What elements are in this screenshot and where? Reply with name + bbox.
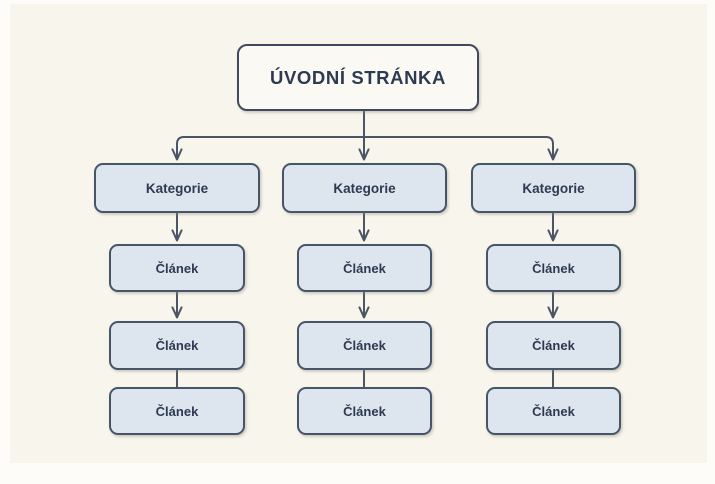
- node-box-article-1-1: [109, 244, 245, 292]
- connector-root-to-category-right: [364, 136, 553, 159]
- node-box-article-3-2: [486, 321, 621, 370]
- node-box-article-3-3: [486, 387, 621, 435]
- node-box-category-1: [94, 163, 260, 213]
- node-box-article-1-3: [109, 387, 245, 435]
- node-box-category-3: [471, 163, 636, 213]
- node-box-article-2-3: [297, 387, 432, 435]
- node-box-article-2-1: [297, 244, 432, 292]
- connector-root-to-category-left: [177, 136, 364, 159]
- node-box-root: [237, 44, 479, 111]
- node-box-article-2-2: [297, 321, 432, 370]
- connector-layer: [177, 110, 553, 388]
- node-box-category-2: [282, 163, 447, 213]
- node-box-article-3-1: [486, 244, 621, 292]
- node-box-article-1-2: [109, 321, 245, 370]
- node-shape-layer: [94, 44, 636, 435]
